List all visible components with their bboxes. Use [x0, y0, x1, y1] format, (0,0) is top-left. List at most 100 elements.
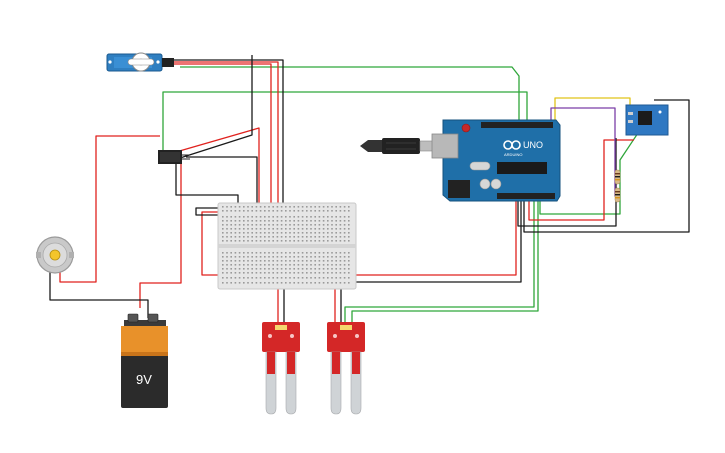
- breadboard-hole: [255, 216, 258, 218]
- breadboard-hole: [331, 206, 333, 208]
- soil-sensor-2[interactable]: [327, 322, 365, 415]
- wire-black-motor-battery[interactable]: [49, 266, 149, 318]
- rtc-module[interactable]: [625, 104, 669, 136]
- breadboard-hole: [310, 268, 312, 270]
- resistor-1[interactable]: [614, 169, 621, 185]
- usb-cable[interactable]: [360, 138, 435, 154]
- breadboard[interactable]: [217, 202, 357, 290]
- breadboard-hole: [264, 256, 266, 258]
- wire-black-relay[interactable]: [179, 55, 253, 159]
- servo-motor[interactable]: [106, 52, 174, 72]
- wire-red-bb-arduino[interactable]: [356, 201, 517, 276]
- battery-9v[interactable]: 9V: [121, 313, 168, 408]
- breadboard-hole: [314, 236, 316, 238]
- breadboard-hole: [289, 277, 291, 279]
- breadboard-hole: [297, 206, 300, 208]
- wire-black-relay-2[interactable]: [186, 156, 258, 210]
- wire-red-servo-breadboard[interactable]: [170, 63, 272, 210]
- wire-red-bb-left[interactable]: [201, 211, 218, 276]
- breadboard-hole: [343, 268, 346, 270]
- arduino-uno[interactable]: UNO ARDUINO: [431, 119, 561, 202]
- breadboard-hole: [264, 220, 266, 222]
- breadboard-hole: [255, 240, 258, 242]
- breadboard-hole: [335, 206, 337, 208]
- breadboard-hole: [314, 220, 316, 222]
- breadboard-hole: [280, 210, 283, 212]
- breadboard-hole: [285, 260, 287, 262]
- breadboard-hole: [289, 232, 291, 234]
- breadboard-hole: [339, 264, 342, 266]
- breadboard-hole: [301, 282, 304, 284]
- wire-black-bb-arduino[interactable]: [356, 201, 522, 283]
- breadboard-hole: [259, 264, 262, 266]
- breadboard-hole: [272, 240, 274, 242]
- wire-red-relay[interactable]: [175, 127, 260, 212]
- breadboard-hole: [276, 206, 279, 208]
- breadboard-hole: [310, 277, 312, 279]
- breadboard-hole: [230, 236, 232, 238]
- breadboard-hole: [314, 282, 316, 284]
- breadboard-hole: [314, 256, 316, 258]
- breadboard-hole: [331, 228, 333, 230]
- wire-black-bb-left[interactable]: [195, 207, 218, 216]
- breadboard-hole: [247, 264, 249, 266]
- breadboard-hole: [310, 216, 312, 218]
- breadboard-hole: [327, 206, 329, 208]
- breadboard-hole: [226, 228, 228, 230]
- wire-green-sensor2[interactable]: [344, 201, 535, 325]
- breadboard-hole: [272, 264, 274, 266]
- resistor-2[interactable]: [614, 187, 621, 203]
- breadboard-hole: [314, 232, 316, 234]
- breadboard-hole: [339, 232, 342, 234]
- breadboard-hole: [285, 236, 287, 238]
- breadboard-hole: [348, 252, 350, 254]
- breadboard-hole: [318, 232, 321, 234]
- breadboard-hole: [335, 210, 337, 212]
- breadboard-hole: [285, 232, 287, 234]
- breadboard-hole: [280, 282, 283, 284]
- wires: [49, 55, 690, 325]
- wire-green-rtc[interactable]: [539, 129, 641, 215]
- wire-red-relay-motor[interactable]: [59, 135, 160, 283]
- wire-green-mid[interactable]: [162, 91, 528, 158]
- breadboard-hole: [251, 216, 253, 218]
- breadboard-hole: [331, 272, 333, 274]
- breadboard-hole: [339, 240, 342, 242]
- breadboard-hole: [301, 206, 304, 208]
- breadboard-hole: [297, 268, 300, 270]
- breadboard-hole: [301, 272, 304, 274]
- breadboard-hole: [285, 268, 287, 270]
- wire-green-sensor1[interactable]: [351, 201, 539, 325]
- wire-black-arduino-rtc[interactable]: [523, 99, 690, 233]
- breadboard-hole: [272, 256, 274, 258]
- wire-black-servo[interactable]: [170, 59, 284, 210]
- breadboard-hole: [276, 240, 279, 242]
- wire-green-top[interactable]: [180, 66, 520, 122]
- breadboard-hole: [293, 236, 295, 238]
- breadboard-hole: [327, 210, 329, 212]
- breadboard-hole: [272, 260, 274, 262]
- wire-purple-rtc[interactable]: [550, 107, 620, 197]
- breadboard-hole: [343, 260, 346, 262]
- breadboard-hole: [289, 228, 291, 230]
- wire-red-rtc[interactable]: [528, 139, 634, 221]
- soil-sensor-1[interactable]: [262, 322, 300, 415]
- arduino-model: UNO: [523, 140, 543, 150]
- breadboard-hole: [293, 260, 295, 262]
- wire-yellow-rtc[interactable]: [554, 97, 631, 126]
- breadboard-hole: [297, 277, 300, 279]
- breadboard-hole: [318, 228, 321, 230]
- breadboard-hole: [259, 236, 262, 238]
- wire-red-servo-relay[interactable]: [170, 61, 279, 210]
- dc-motor[interactable]: [36, 236, 74, 274]
- breadboard-hole: [314, 268, 316, 270]
- breadboard-hole: [310, 272, 312, 274]
- wire-red-battery[interactable]: [139, 163, 182, 308]
- breadboard-hole: [301, 216, 304, 218]
- breadboard-hole: [314, 264, 316, 266]
- breadboard-hole: [222, 224, 224, 226]
- relay-module[interactable]: [158, 150, 190, 164]
- breadboard-hole: [276, 232, 279, 234]
- breadboard-hole: [272, 210, 274, 212]
